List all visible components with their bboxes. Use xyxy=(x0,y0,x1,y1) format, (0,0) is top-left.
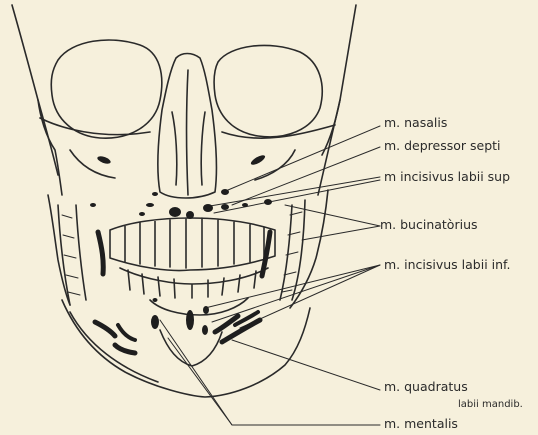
label-bucinatorius: m. bucinatòrius xyxy=(380,219,478,232)
label-nasalis: m. nasalis xyxy=(384,117,447,130)
label-depressor-septi: m. depressor septi xyxy=(384,140,501,153)
leader-lines xyxy=(160,126,380,425)
label-mentalis: m. mentalis xyxy=(384,418,458,431)
left-orbit xyxy=(51,40,162,138)
label-incisivus-labii-inf: m. incisivus labii inf. xyxy=(384,259,511,272)
cranium-outline xyxy=(12,5,356,195)
lower-teeth xyxy=(120,268,268,298)
label-labii-mandib: labii mandib. xyxy=(458,400,523,410)
upper-teeth xyxy=(110,218,275,271)
label-quadratus: m. quadratus xyxy=(384,381,468,394)
right-orbit xyxy=(214,45,322,136)
label-incisivus-labii-sup: m incisivus labii sup xyxy=(384,171,510,184)
